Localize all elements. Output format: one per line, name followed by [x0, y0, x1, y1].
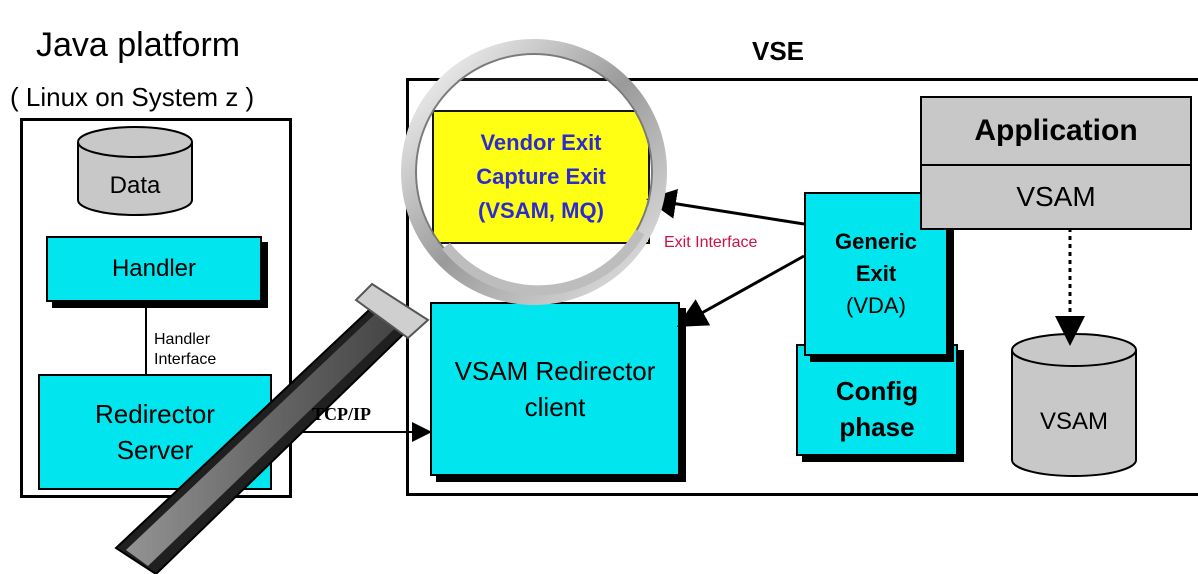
generic-line1: Generic [835, 229, 917, 254]
java-platform-subtitle: ( Linux on System z ) [10, 82, 255, 112]
vse-title: VSE [752, 36, 805, 66]
client-line1: VSAM Redirector [454, 356, 656, 386]
redirector-line2: Server [116, 435, 194, 465]
vsam-mq-line3: (VSAM, MQ) [478, 198, 604, 223]
config-line2: phase [839, 412, 915, 442]
config-line1: Config [835, 376, 919, 406]
vsam-redirector-client-box: VSAM Redirector client [430, 302, 680, 476]
handler-label: Handler [111, 255, 197, 282]
client-line2: client [524, 392, 586, 422]
vsam-layer-label: VSAM [1016, 181, 1096, 212]
capture-exit-line2: Capture Exit [476, 164, 606, 189]
tcpip-label: TCP/IP [312, 404, 372, 424]
redirector-line1: Redirector [95, 399, 215, 429]
data-label: Data [109, 172, 161, 199]
vendor-exit-line1: Vendor Exit [480, 130, 602, 155]
handler-interface-line2: Interface [154, 351, 217, 368]
exit-interface-label: Exit Interface [664, 234, 758, 251]
vsam-db-label: VSAM [1039, 408, 1108, 435]
java-platform-title: Java platform [36, 26, 241, 64]
handler-box: Handler [46, 236, 262, 302]
generic-line2: Exit [855, 261, 897, 286]
handler-interface-label: Handler Interface [154, 330, 216, 370]
redirector-server-box: Redirector Server [38, 374, 272, 490]
generic-line3: (VDA) [846, 293, 906, 318]
config-phase-box: Config phase [796, 344, 958, 456]
application-box: Application [920, 96, 1192, 166]
vsam-layer-box: VSAM [920, 164, 1192, 230]
application-label: Application [974, 114, 1138, 147]
handler-interface-line1: Handler [154, 331, 211, 348]
vendor-exit-box: Vendor Exit Capture Exit (VSAM, MQ) [432, 110, 650, 244]
